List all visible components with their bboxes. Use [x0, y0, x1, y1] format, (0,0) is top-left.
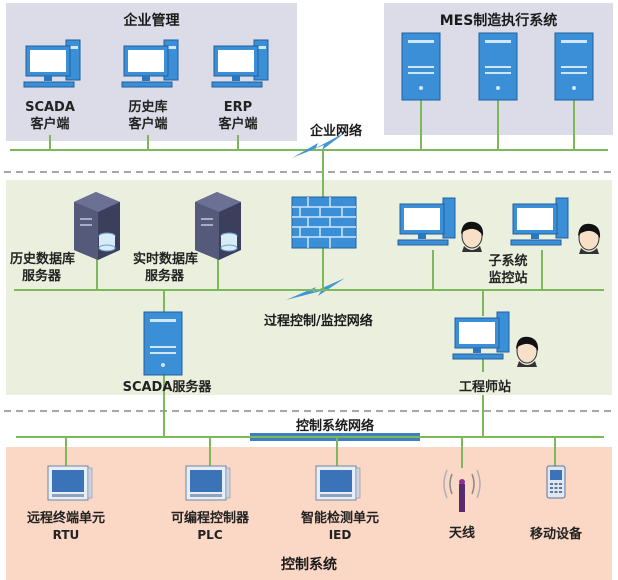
engineer-station-label: 工程师站	[458, 380, 511, 395]
history-client-label: 历史库 客户端	[108, 99, 188, 133]
mes-title: MES制造执行系统	[439, 13, 558, 29]
operator-1-icon	[461, 221, 484, 252]
scada-client-line2: 客户端	[30, 117, 70, 132]
history-db-server-icon	[74, 192, 120, 260]
realtime-db-server-icon	[195, 192, 241, 260]
scada-server-label: SCADA服务器	[122, 380, 212, 395]
engineer-workstation-icon	[452, 311, 510, 360]
scada-client-label: SCADA 客户端	[10, 99, 90, 133]
ied-device-icon	[315, 465, 361, 501]
history-db-server-label: 历史数据库 服务器	[10, 252, 76, 284]
mes-server-2-icon	[478, 32, 518, 101]
workstation-scada-client-icon	[23, 39, 81, 88]
rtu-label: 远程终端单元 RTU	[26, 511, 105, 542]
rtu-device-icon	[47, 465, 93, 501]
control-system-zone	[6, 447, 612, 580]
erp-client-label: ERP 客户端	[198, 99, 278, 133]
workstation-history-client-icon	[121, 39, 179, 88]
history-client-line2: 客户端	[128, 117, 168, 132]
history-client-line1: 历史库	[128, 100, 168, 115]
antenna-icon	[443, 469, 481, 512]
mobile-device-icon	[546, 465, 566, 499]
lightning-process-icon	[286, 278, 345, 300]
enterprise-management-title: 企业管理	[123, 13, 180, 29]
subsystem-monitor-label: 子系统 监控站	[488, 254, 528, 286]
erp-client-line1: ERP	[223, 100, 253, 115]
process-network-label: 过程控制/监控网络	[264, 314, 373, 329]
engineer-icon	[516, 336, 539, 367]
control-system-title: 控制系统	[281, 557, 337, 573]
plc-label: 可编程控制器 PLC	[170, 511, 249, 542]
firewall-icon	[291, 196, 357, 249]
scada-server-icon	[143, 311, 183, 376]
enterprise-network-label: 企业网络	[310, 124, 363, 139]
workstation-erp-client-icon	[211, 39, 269, 88]
antenna-label: 天线	[448, 526, 475, 541]
erp-client-line2: 客户端	[218, 117, 258, 132]
ied-label: 智能检测单元 IED	[300, 511, 379, 542]
plc-device-icon	[185, 465, 231, 501]
scada-client-line1: SCADA	[25, 100, 75, 115]
mes-server-1-icon	[401, 32, 441, 101]
lightning-enterprise-icon	[292, 132, 346, 158]
mobile-device-label: 移动设备	[529, 527, 582, 542]
mes-server-3-icon	[554, 32, 594, 101]
control-network-label: 控制系统网络	[296, 419, 375, 434]
subsystem-workstation-2-icon	[510, 197, 569, 246]
operator-2-icon	[578, 223, 601, 254]
realtime-db-server-label: 实时数据库 服务器	[133, 252, 199, 284]
subsystem-workstation-1-icon	[397, 197, 456, 246]
